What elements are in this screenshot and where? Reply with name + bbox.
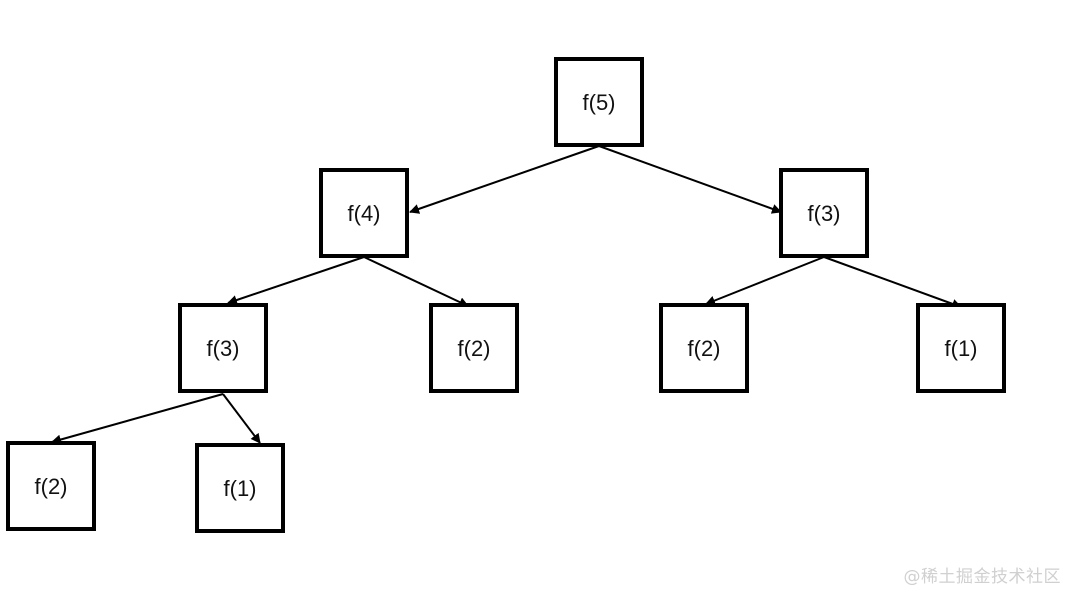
- node-label: f(3): [207, 336, 240, 361]
- node-box: [319, 168, 409, 258]
- tree-node-n1b: f(1): [195, 443, 285, 533]
- node-label: f(2): [458, 336, 491, 361]
- tree-node-n1a: f(1): [916, 303, 1006, 393]
- tree-node-n5: f(5): [554, 57, 644, 147]
- node-label: f(2): [35, 474, 68, 499]
- tree-node-n3l: f(3): [178, 303, 268, 393]
- node-box: [779, 168, 869, 258]
- edge-n3l-to-n1b: [222, 393, 261, 444]
- node-label: f(1): [945, 336, 978, 361]
- watermark-text: @稀土掘金技术社区: [903, 567, 1061, 587]
- tree-node-n2c: f(2): [6, 441, 96, 531]
- node-box: [554, 57, 644, 147]
- tree-node-n4: f(4): [319, 168, 409, 258]
- node-label: f(4): [348, 201, 381, 226]
- node-label: f(2): [688, 336, 721, 361]
- node-label: f(3): [808, 201, 841, 226]
- tree-node-n2b: f(2): [659, 303, 749, 393]
- edge-n3r-to-n1a: [823, 256, 962, 309]
- edge-n3l-to-n2c: [51, 393, 224, 445]
- node-label: f(1): [224, 476, 257, 501]
- edge-n4-to-n3l: [227, 256, 365, 305]
- tree-node-n3r: f(3): [779, 168, 869, 258]
- edge-n3r-to-n2b: [705, 256, 825, 306]
- node-box: [659, 303, 749, 393]
- edge-n5-to-n3r: [598, 145, 782, 214]
- edge-n4-to-n2a: [363, 256, 469, 307]
- node-box: [429, 303, 519, 393]
- edge-n5-to-n4: [409, 145, 600, 214]
- node-box: [6, 441, 96, 531]
- node-box: [916, 303, 1006, 393]
- node-label: f(5): [583, 90, 616, 115]
- node-box: [195, 443, 285, 533]
- node-box: [178, 303, 268, 393]
- tree-node-n2a: f(2): [429, 303, 519, 393]
